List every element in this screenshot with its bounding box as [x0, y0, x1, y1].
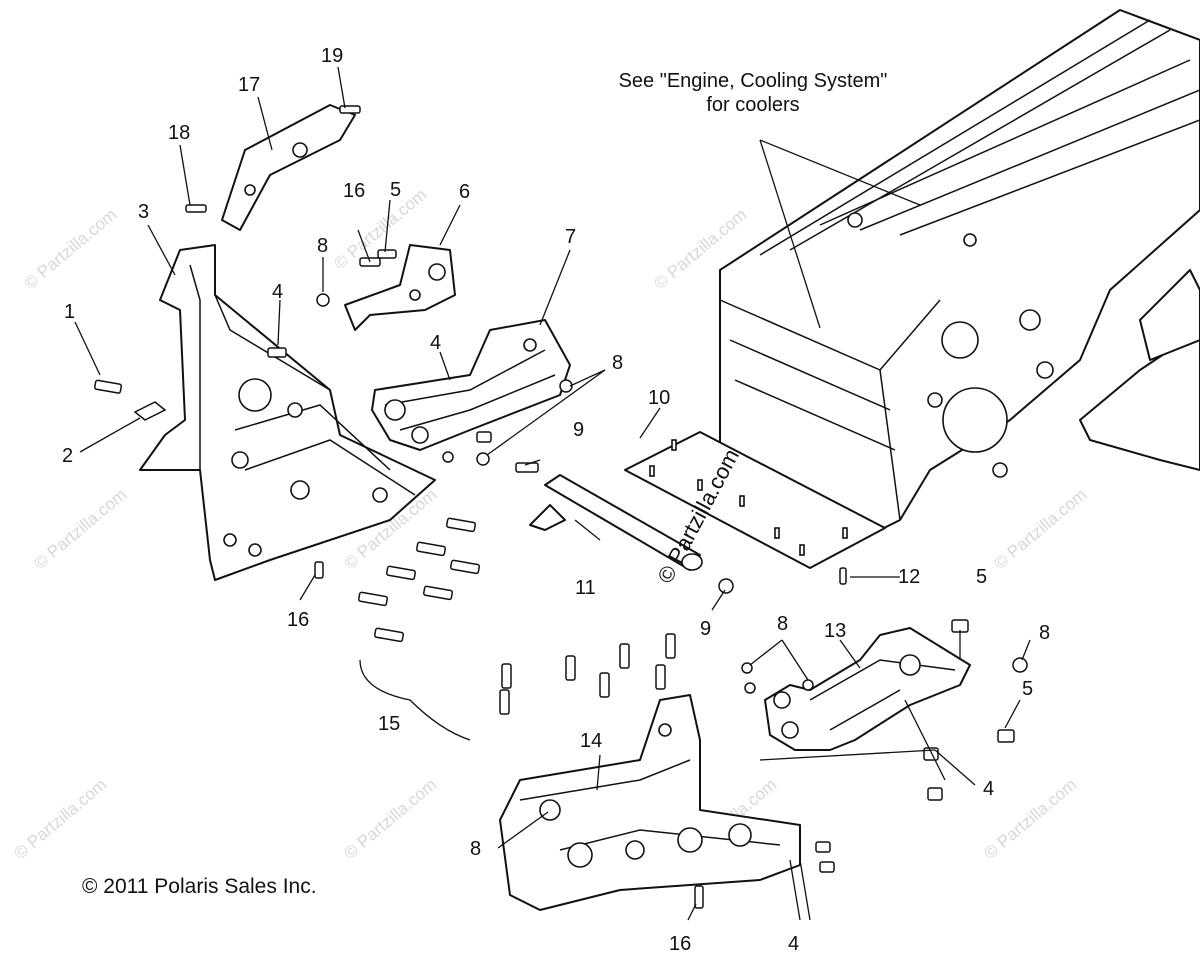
watermark: © Partzilla.com [980, 775, 1080, 863]
callout-8: 8 [317, 235, 328, 257]
bracket-17 [221, 104, 356, 231]
callout-19: 19 [321, 45, 343, 67]
fasteners [94, 105, 1028, 909]
callout-8: 8 [1039, 622, 1050, 644]
watermark: © Partzilla.com [10, 775, 110, 863]
cooler-panel-10 [624, 431, 886, 569]
callout-6: 6 [459, 181, 470, 203]
shaft-11 [529, 474, 703, 571]
front-bulkhead-3 [139, 244, 436, 581]
callout-16: 16 [287, 609, 309, 631]
callout-5: 5 [1022, 678, 1033, 700]
bracket-6 [344, 244, 456, 331]
callout-15: 15 [378, 713, 400, 735]
callout-5: 5 [976, 566, 987, 588]
mount-14 [499, 694, 801, 911]
watermark: © Partzilla.com [340, 775, 440, 863]
callout-10: 10 [648, 387, 670, 409]
note-line-1: See "Engine, Cooling System" [619, 70, 888, 92]
callout-8: 8 [612, 352, 623, 374]
watermark: © Partzilla.com [20, 205, 120, 293]
callout-4: 4 [983, 778, 994, 800]
callout-9: 9 [573, 419, 584, 441]
callout-12: 12 [898, 566, 920, 588]
watermark: © Partzilla.com [30, 485, 130, 573]
callout-11: 11 [575, 577, 596, 599]
callout-7: 7 [565, 226, 576, 248]
callout-13: 13 [824, 620, 846, 642]
callout-14: 14 [580, 730, 602, 752]
note-line-2: for coolers [706, 94, 799, 116]
leader-lines [74, 66, 1031, 921]
callout-9: 9 [700, 618, 711, 640]
callout-2: 2 [62, 445, 73, 467]
callout-8: 8 [470, 838, 481, 860]
mount-7 [371, 319, 571, 451]
chassis-tunnel [719, 9, 1200, 531]
callout-4: 4 [788, 933, 799, 955]
callout-4: 4 [430, 332, 441, 354]
callout-18: 18 [168, 122, 190, 144]
copyright-text: © 2011 Polaris Sales Inc. [82, 875, 317, 898]
callout-17: 17 [238, 74, 260, 96]
callout-3: 3 [138, 201, 149, 223]
callout-1: 1 [64, 301, 75, 323]
callout-16: 16 [343, 180, 365, 202]
cooler-note: See "Engine, Cooling System" for coolers [619, 70, 888, 116]
callout-16: 16 [669, 933, 691, 955]
callout-4: 4 [272, 281, 283, 303]
mount-13 [764, 627, 971, 751]
callout-5: 5 [390, 179, 401, 201]
watermark: © Partzilla.com [990, 485, 1090, 573]
callout-labels: 1 2 3 4 4 4 4 5 5 5 6 7 8 8 8 8 8 9 9 10… [62, 45, 1050, 955]
callout-8: 8 [777, 613, 788, 635]
